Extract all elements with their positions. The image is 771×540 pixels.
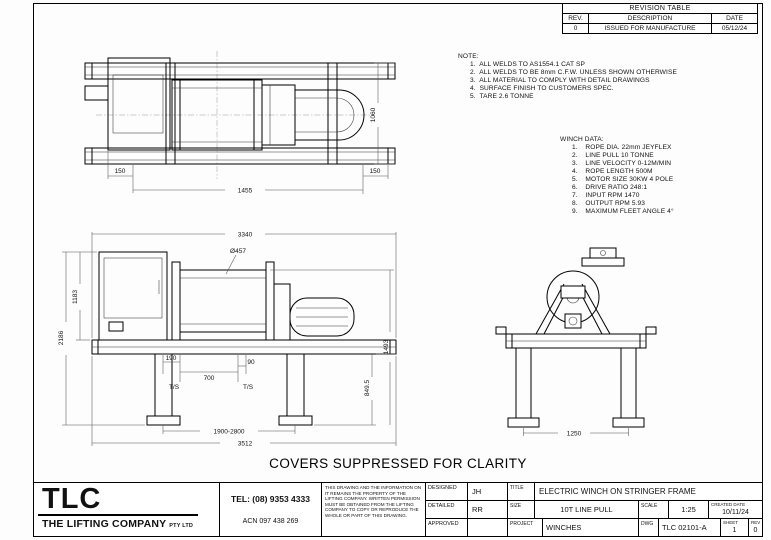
telephone: TEL: (08) 9353 4333 — [231, 494, 310, 504]
dwg-label: DWG — [638, 519, 658, 536]
approved-row: APPROVED — [426, 518, 507, 536]
plan-dimensions — [107, 62, 395, 194]
end-view-drawing: 1250 — [495, 247, 657, 438]
dim-plan-1060: 1060 — [370, 107, 377, 122]
winch-data-label: WINCH DATA: — [560, 136, 604, 143]
caption: COVERS SUPPRESSED FOR CLARITY — [269, 456, 527, 471]
revision-date-value: 05/12/24 — [711, 23, 758, 34]
dim-plan-150-left: 150 — [115, 168, 126, 175]
scale-value: 1:25 — [668, 501, 708, 518]
note-item: 4. SURFACE FINISH TO CUSTOMERS SPEC. — [470, 85, 614, 92]
revision-row: 0 ISSUED FOR MANUFACTURE 05/12/24 — [562, 23, 758, 34]
rev-value: 0 — [753, 527, 758, 534]
drawing-info-block: TITLE ELECTRIC WINCH ON STRINGER FRAME S… — [507, 483, 762, 536]
dim-side-1183: 1183 — [72, 290, 79, 304]
company-logo-block: TLC THE LIFTING COMPANY PTY LTD — [34, 483, 219, 536]
signature-block: DESIGNED JH DETAILED RR APPROVED — [425, 483, 507, 536]
project-label: PROJECT — [510, 521, 534, 527]
note-item: 2. ALL WELDS TO BE 8mm C.F.W. UNLESS SHO… — [470, 69, 677, 76]
created-date-value: 10/11/24 — [722, 509, 749, 516]
company-name: THE LIFTING COMPANY — [42, 518, 167, 530]
detailed-label: DETAILED — [426, 501, 468, 518]
company-logo-text: TLC — [38, 485, 198, 516]
side-view-drawing: 3340 Ø457 1183 2186 190 700 90 T/S T/S 1… — [58, 232, 397, 448]
size-row: SIZE 10T LINE PULL SCALE 1:25 CREATED DA… — [508, 500, 762, 518]
revision-col-rev: REV. — [562, 13, 589, 24]
approved-value — [468, 519, 507, 536]
revision-table: REVISION TABLE REV. DESCRIPTION DATE 0 I… — [562, 3, 758, 34]
dim-drum-dia: Ø457 — [230, 248, 246, 255]
rev-cell: REV 0 — [748, 519, 762, 536]
note-item: 3. ALL MATERIAL TO COMPLY WITH DETAIL DR… — [470, 77, 650, 84]
company-name-line: THE LIFTING COMPANY PTY LTD — [38, 516, 219, 530]
designed-value: JH — [472, 487, 482, 496]
sheet-cell: SHEET 1 — [720, 519, 748, 536]
title-row: TITLE ELECTRIC WINCH ON STRINGER FRAME — [508, 483, 762, 500]
scale-label: SCALE — [638, 501, 668, 518]
dim-side-3512: 3512 — [238, 441, 253, 448]
drawing-title: ELECTRIC WINCH ON STRINGER FRAME — [534, 483, 762, 500]
revision-rev-value: 0 — [562, 23, 589, 34]
winch-data-item: 1. ROPE DIA. 22mm JEYFLEX — [572, 144, 672, 151]
designed-row: DESIGNED JH — [426, 483, 507, 500]
winch-data-item: 5. MOTOR SIZE 30KW 4 POLE — [572, 176, 674, 183]
dim-plan-150-right: 150 — [370, 168, 381, 175]
plan-structure — [84, 57, 396, 165]
project-row: PROJECT WINCHES DWG TLC 02101-A SHEET 1 … — [508, 518, 762, 536]
dim-side-190: 190 — [166, 355, 177, 362]
label-ts-right: T/S — [243, 384, 254, 391]
dim-side-700: 700 — [204, 375, 215, 382]
note-item: 1. ALL WELDS TO AS1554.1 CAT SP — [470, 61, 585, 68]
revision-description-value: ISSUED FOR MANUFACTURE — [588, 23, 712, 34]
plan-view-drawing: 1060 150 150 1455 — [84, 51, 396, 195]
notes-block: NOTE: 1. ALL WELDS TO AS1554.1 CAT SP 2.… — [458, 53, 677, 101]
dim-end-1250: 1250 — [567, 431, 582, 438]
created-date-cell: CREATED DATE 10/11/24 — [708, 501, 762, 518]
side-structure — [91, 251, 397, 426]
project-value: WINCHES — [542, 519, 638, 536]
company-suffix: PTY LTD — [169, 523, 194, 529]
revision-col-description: DESCRIPTION — [588, 13, 712, 24]
designed-label: DESIGNED — [426, 483, 468, 500]
detailed-row: DETAILED RR — [426, 500, 507, 518]
approved-label: APPROVED — [426, 519, 468, 536]
notes-label: NOTE: — [458, 53, 479, 60]
sheet-value: 1 — [732, 527, 737, 534]
winch-data-item: 4. ROPE LENGTH 500M — [572, 168, 653, 175]
rev-label: REV — [751, 520, 761, 525]
dim-side-3340: 3340 — [238, 232, 253, 239]
created-date-label: CREATED DATE — [711, 502, 746, 507]
winch-data-item: 2. LINE PULL 10 TONNE — [572, 152, 654, 159]
size-label: SIZE — [510, 503, 522, 509]
winch-data-item: 8. OUTPUT RPM 5.93 — [572, 200, 646, 207]
detailed-value: RR — [472, 505, 483, 514]
revision-col-date: DATE — [711, 13, 758, 24]
dwg-number: TLC 02101-A — [658, 519, 720, 536]
dim-side-1900-2800: 1900-2800 — [213, 429, 244, 436]
sheet-label: SHEET — [723, 520, 739, 525]
acn-number: ACN 097 438 269 — [242, 518, 299, 525]
dim-side-849-5: 849.5 — [364, 379, 371, 396]
note-item: 5. TARE 2.6 TONNE — [470, 93, 534, 100]
end-structure — [495, 247, 657, 428]
dim-plan-1455: 1455 — [238, 188, 253, 195]
label-ts-left: T/S — [169, 384, 180, 391]
contact-block: TEL: (08) 9353 4333 ACN 097 438 269 — [219, 483, 321, 536]
winch-data-item: 6. DRIVE RATIO 248:1 — [572, 184, 648, 191]
winch-data-block: WINCH DATA: 1. ROPE DIA. 22mm JEYFLEX 2.… — [560, 136, 674, 216]
dim-side-1493: 1493 — [383, 339, 390, 354]
title-block: TLC THE LIFTING COMPANY PTY LTD TEL: (08… — [33, 482, 763, 537]
dim-side-2186: 2186 — [58, 330, 65, 345]
winch-data-item: 3. LINE VELOCITY 0-12M/MIN — [572, 160, 672, 167]
end-dimensions — [523, 428, 629, 436]
copyright-disclaimer: THIS DRAWING AND THE INFORMATION ON IT R… — [321, 483, 425, 536]
dim-side-90: 90 — [247, 359, 255, 366]
winch-data-item: 7. INPUT RPM 1470 — [572, 192, 640, 199]
winch-data-item: 9. MAXIMUM FLEET ANGLE 4° — [572, 208, 674, 215]
revision-table-title: REVISION TABLE — [562, 3, 758, 14]
side-dimensions — [62, 232, 397, 446]
size-value: 10T LINE PULL — [534, 501, 638, 518]
title-label: TITLE — [510, 485, 524, 491]
